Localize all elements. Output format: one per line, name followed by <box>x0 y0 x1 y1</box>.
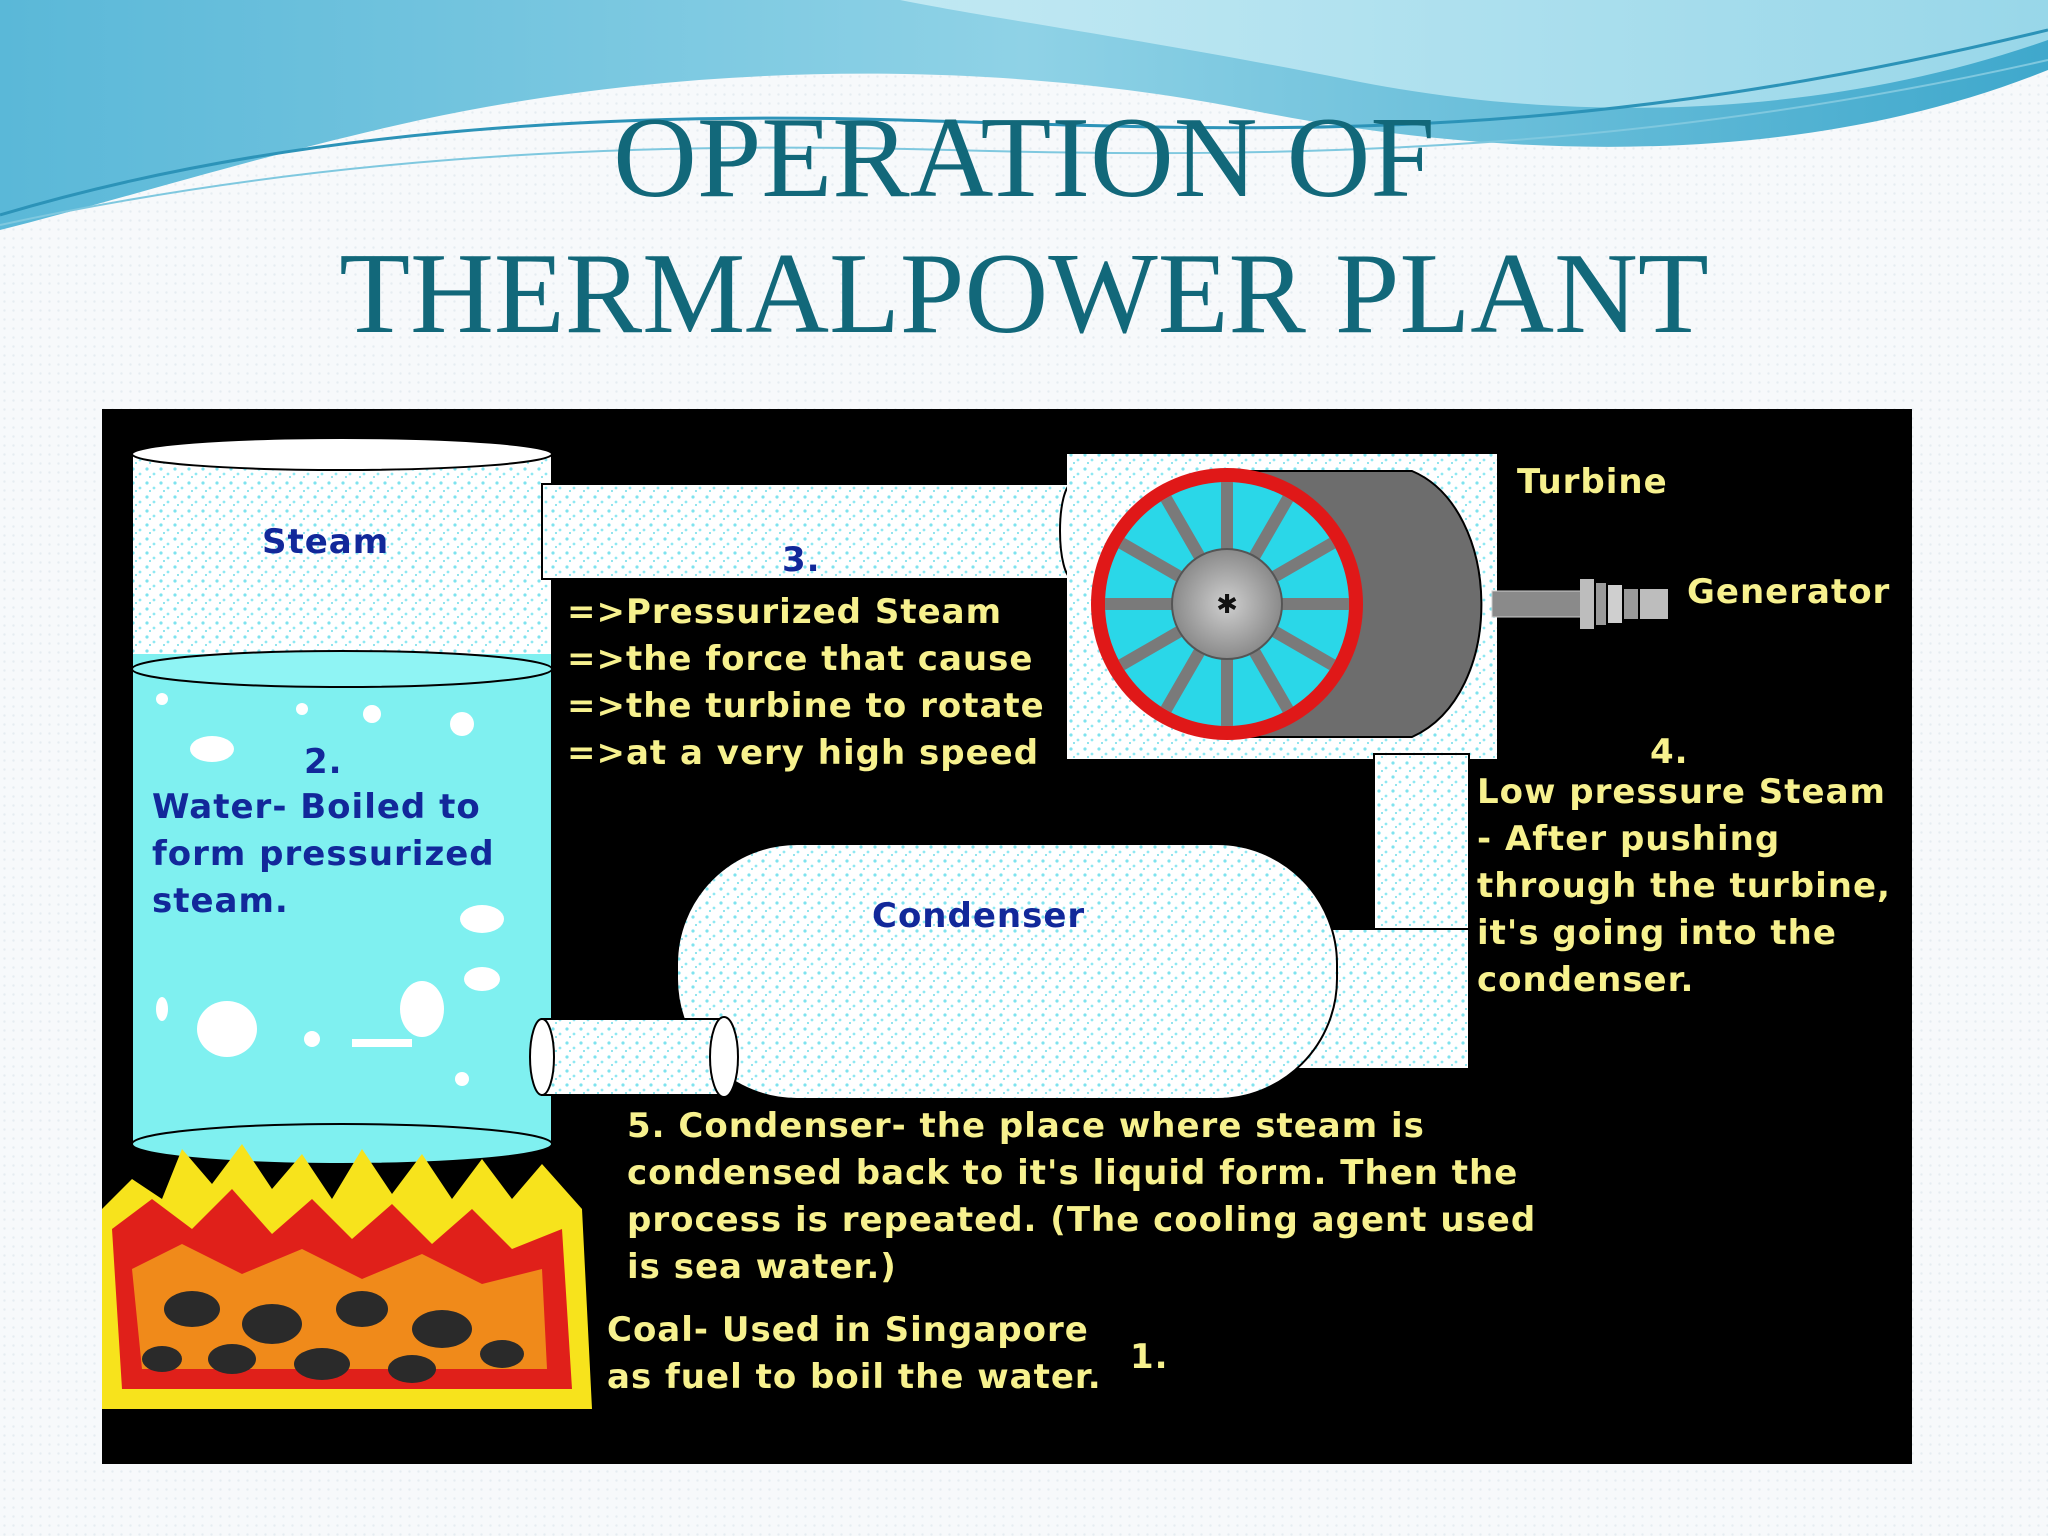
svg-text:✱: ✱ <box>1216 590 1238 620</box>
coal-lumps <box>142 1291 524 1383</box>
slide-title: OPERATION OF THERMALPOWER PLANT <box>0 90 2048 362</box>
step-2-number: 2. <box>304 742 343 782</box>
step-4-number: 4. <box>1650 732 1689 772</box>
coal-fire <box>102 1144 592 1409</box>
step-4-text: Low pressure Steam - After pushing throu… <box>1477 772 1891 1000</box>
turbine-housing: ✱ <box>1067 454 1497 759</box>
step-1-text: Coal- Used in Singapore as fuel to boil … <box>607 1310 1102 1397</box>
steam-pipe <box>541 483 1085 580</box>
step-3-number: 3. <box>782 540 821 580</box>
decorative-waves <box>0 0 2048 230</box>
condenser-label: Condenser <box>872 896 1086 936</box>
power-plant-diagram: ✱ <box>102 409 1912 1464</box>
boiler-tank <box>131 437 553 1165</box>
steam-label: Steam <box>262 522 390 562</box>
water-bubbles <box>156 693 504 1086</box>
step-3-text: =>Pressurized Steam =>the force that cau… <box>567 592 1045 773</box>
condenser-tank <box>676 843 1338 1100</box>
step-5-text: 5. Condenser- the place where steam is c… <box>627 1106 1537 1287</box>
turbine-label: Turbine <box>1517 462 1668 502</box>
step-1-number: 1. <box>1130 1337 1169 1377</box>
diagram-illustration: ✱ <box>102 437 1668 1409</box>
step-2-text: Water- Boiled to form pressurized steam. <box>152 787 495 921</box>
generator-label: Generator <box>1687 572 1891 612</box>
title-line-2: THERMALPOWER PLANT <box>339 230 1709 358</box>
title-line-1: OPERATION OF <box>613 94 1435 222</box>
generator-shaft <box>1491 579 1668 629</box>
return-pipe <box>529 1016 739 1098</box>
